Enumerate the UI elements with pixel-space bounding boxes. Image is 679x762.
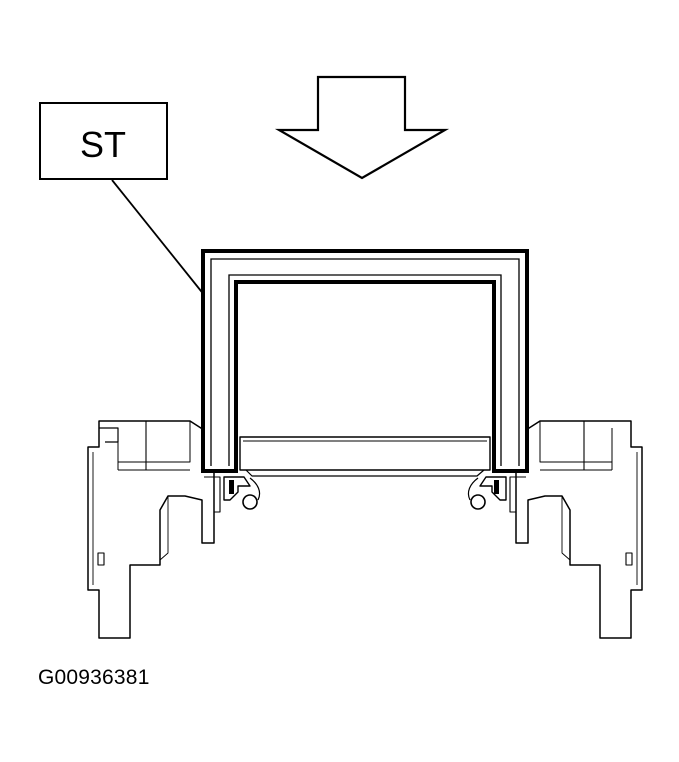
right-bracket (515, 420, 643, 639)
special-tool-st (201, 249, 529, 473)
left-clip (223, 476, 261, 510)
special-tool-inner-line (210, 258, 520, 466)
st-label-text: ST (80, 124, 126, 165)
special-tool-inner-line-2 (228, 274, 502, 466)
inner-part (239, 436, 491, 471)
special-tool-body (201, 249, 529, 473)
right-clip (467, 476, 507, 510)
st-label-box (39, 102, 168, 180)
base-assembly (87, 420, 643, 639)
st-leader-line (111, 179, 206, 297)
down-arrow-icon (274, 75, 450, 180)
figure-id: G00936381 (38, 666, 150, 689)
st-label: ST (39, 102, 168, 180)
left-bracket (87, 420, 215, 639)
